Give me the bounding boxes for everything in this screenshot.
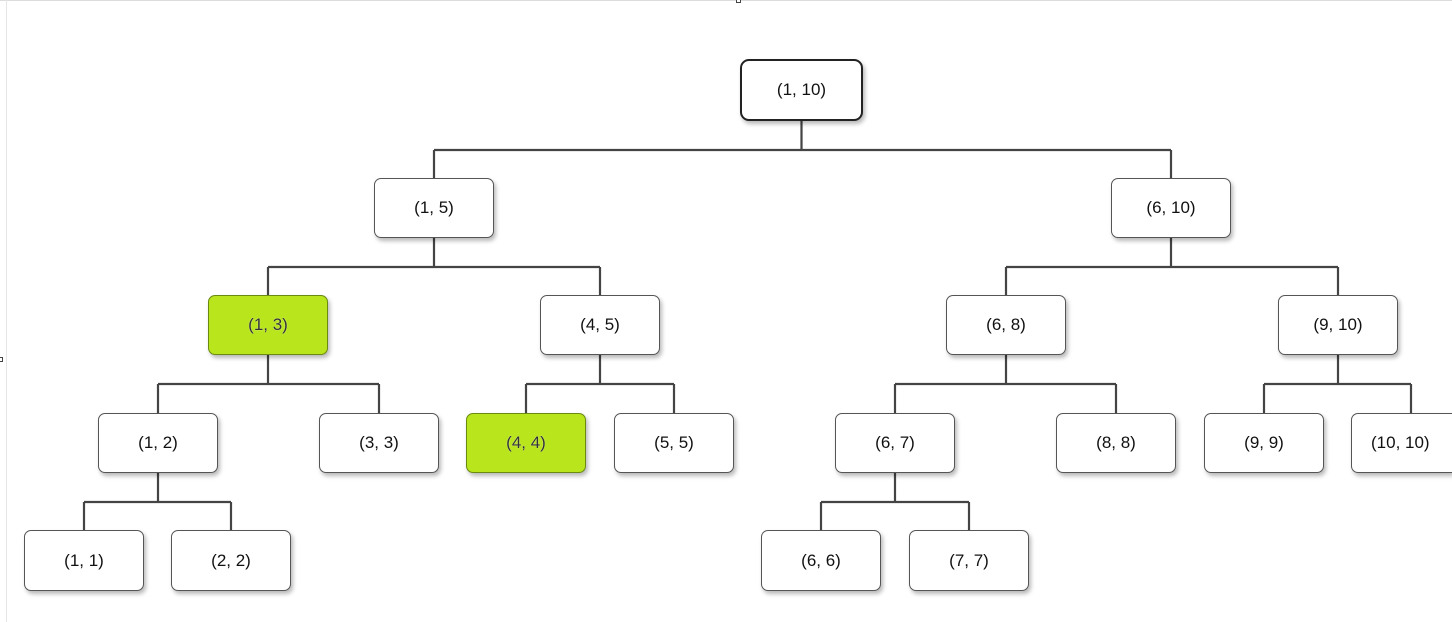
tree-node-1-10[interactable]: (1, 10) [740, 59, 863, 121]
node-label: (1, 5) [414, 198, 454, 217]
tree-node-1-3[interactable]: (1, 3) [208, 295, 328, 355]
node-label: (5, 5) [654, 433, 694, 452]
node-label: (10, 10) [1371, 433, 1430, 452]
tree-node-6-7[interactable]: (6, 7) [835, 413, 955, 473]
resize-handle-top[interactable] [736, 0, 741, 3]
tree-node-4-5[interactable]: (4, 5) [540, 295, 660, 355]
edge-n1_5 [266, 238, 602, 295]
tree-node-10-10[interactable]: (10, 10) [1351, 413, 1452, 473]
edge-n4_5 [524, 355, 676, 413]
tree-node-5-5[interactable]: (5, 5) [614, 413, 734, 473]
tree-node-4-4[interactable]: (4, 4) [466, 413, 586, 473]
edge-n6_8 [893, 355, 1118, 413]
edge-n6_7 [819, 473, 971, 530]
node-label: (2, 2) [211, 550, 251, 570]
edge-n6_10 [1004, 238, 1340, 295]
tree-node-6-8[interactable]: (6, 8) [946, 295, 1066, 355]
tree-node-7-7[interactable]: (7, 7) [909, 530, 1029, 591]
tree-node-2-2[interactable]: (2, 2) [171, 530, 291, 591]
node-label: (1, 2) [138, 433, 178, 452]
edge-n1_10 [432, 121, 1173, 178]
node-label: (1, 10) [776, 80, 827, 99]
node-label: (9, 10) [1313, 315, 1363, 334]
node-label: (3, 3) [359, 433, 399, 452]
tree-node-9-9[interactable]: (9, 9) [1204, 413, 1324, 473]
frame-top-border [0, 0, 1452, 1]
node-label: (1, 1) [64, 550, 104, 570]
node-label: (4, 4) [506, 433, 546, 452]
node-label: (6, 10) [1146, 198, 1196, 217]
tree-node-3-3[interactable]: (3, 3) [319, 413, 439, 473]
tree-node-1-1[interactable]: (1, 1) [24, 530, 144, 591]
tree-node-8-8[interactable]: (8, 8) [1056, 413, 1176, 473]
frame-left-border [6, 0, 7, 622]
tree-node-1-2[interactable]: (1, 2) [98, 413, 218, 473]
node-label: (9, 9) [1244, 433, 1284, 452]
edge-n1_3 [156, 355, 381, 413]
node-label: (8, 8) [1096, 433, 1136, 452]
resize-handle-left[interactable] [0, 357, 3, 362]
node-label: (4, 5) [580, 315, 620, 334]
node-label: (1, 3) [248, 315, 288, 334]
node-label: (7, 7) [949, 550, 989, 570]
node-label: (6, 7) [875, 433, 915, 452]
node-label: (6, 6) [801, 550, 841, 570]
tree-node-6-10[interactable]: (6, 10) [1111, 178, 1231, 238]
edge-n1_2 [82, 473, 233, 530]
tree-node-9-10[interactable]: (9, 10) [1278, 295, 1398, 355]
edge-n9_10 [1262, 355, 1413, 413]
node-label: (6, 8) [986, 315, 1026, 334]
tree-node-1-5[interactable]: (1, 5) [374, 178, 494, 238]
tree-node-6-6[interactable]: (6, 6) [761, 530, 881, 591]
